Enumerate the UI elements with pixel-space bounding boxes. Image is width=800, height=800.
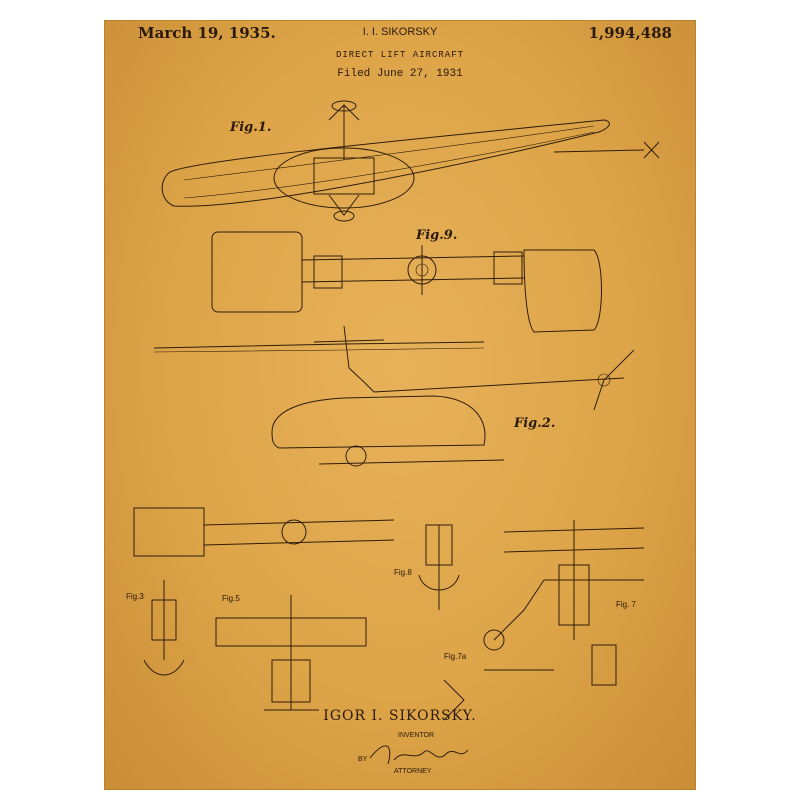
fig2-drawing	[153, 325, 635, 467]
attorney-label: ATTORNEY	[394, 768, 432, 775]
by-label: BY	[358, 756, 368, 763]
patent-date: March 19, 1935.	[138, 24, 276, 42]
fig7a-label: Fig.7a	[444, 652, 467, 661]
fig5-label: Fig.5	[222, 594, 240, 603]
fig1-label: Fig.1.	[230, 120, 272, 135]
patent-title: DIRECT LIFT AIRCRAFT	[335, 50, 465, 60]
fig2-label: Fig.2.	[514, 416, 556, 431]
inventor-name: IGOR I. SIKORSKY.	[323, 708, 477, 724]
patent-drawings	[133, 100, 660, 765]
inventor-label: INVENTOR	[398, 732, 435, 739]
fig1-drawing	[161, 100, 660, 222]
attorney-signature	[369, 745, 469, 765]
patent-number: 1,994,488	[588, 24, 672, 42]
fig3-label: Fig.3	[126, 592, 144, 601]
fig9-drawing	[211, 231, 602, 333]
filed-date: Filed June 27, 1931	[337, 68, 463, 80]
inventor-short-name: I. I. SIKORSKY	[362, 26, 438, 38]
fig7-label: Fig. 7	[616, 600, 637, 609]
fig8-label: Fig.8	[394, 568, 412, 577]
fig9-label: Fig.9.	[416, 228, 458, 243]
detail-figures-drawing	[133, 507, 645, 721]
patent-sheet: March 19, 1935. I. I. SIKORSKY 1,994,488…	[104, 20, 696, 790]
